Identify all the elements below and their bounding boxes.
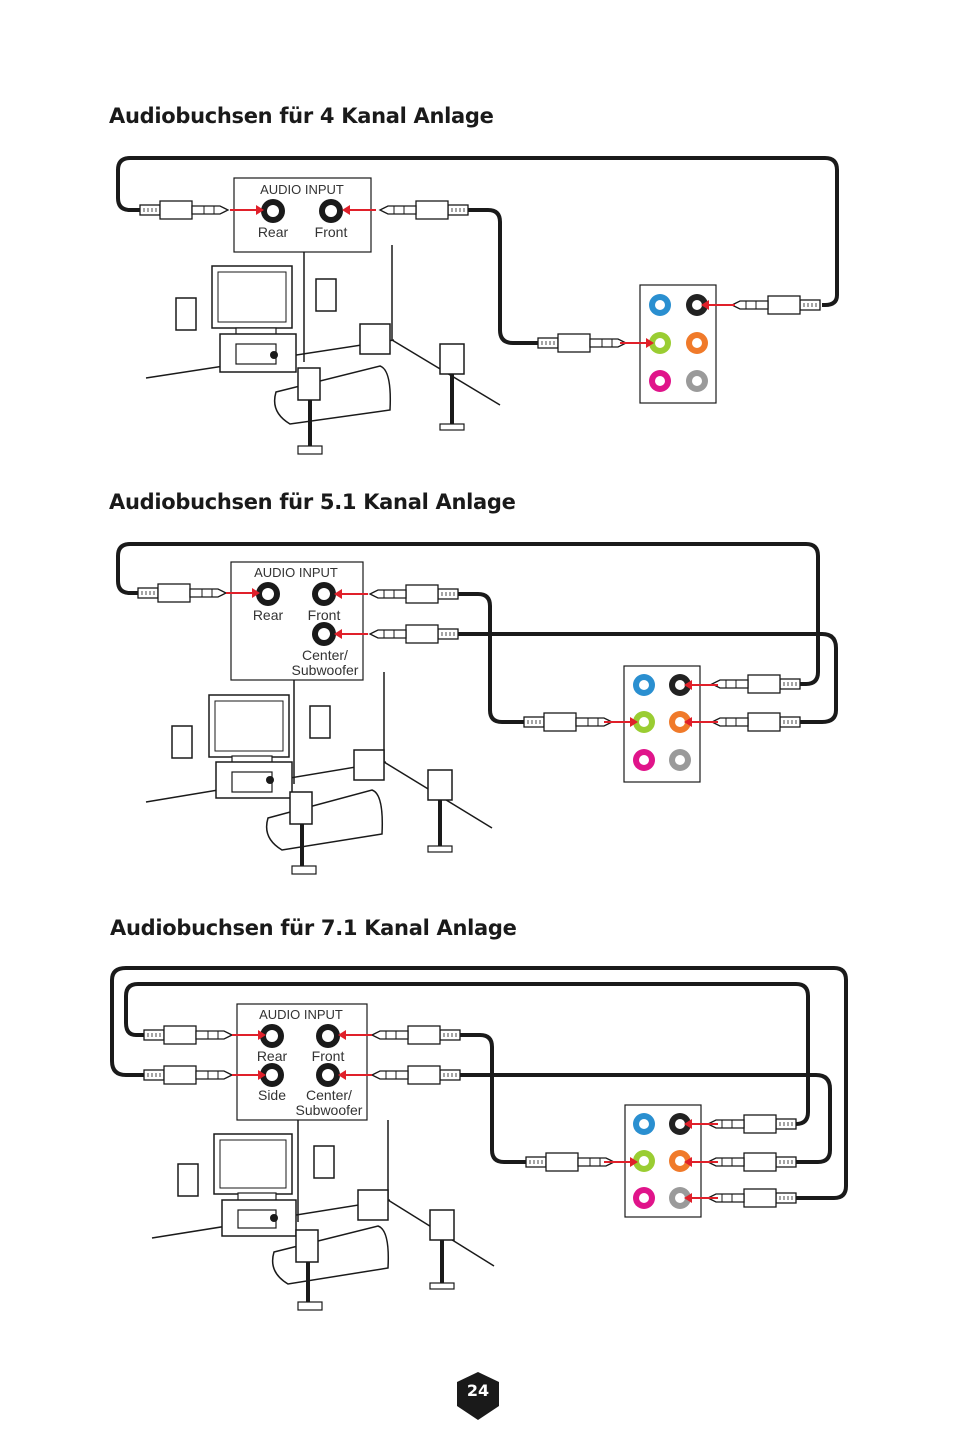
audio-input-box [230,561,364,681]
cable [110,966,848,1200]
audio-plug-icon [525,1152,615,1172]
audio-plug-icon [143,1025,233,1045]
speaker-icon [357,1189,389,1221]
audio-jack-icon [312,582,336,606]
cable [460,1073,832,1164]
audio-plug-icon [537,333,627,353]
speaker-icon [315,278,337,312]
speaker-icon [309,705,331,739]
page-badge-icon [457,1372,499,1420]
audio-plug-icon [712,675,800,693]
audio-plug-icon [139,200,229,220]
cable [458,632,838,724]
speaker-icon [439,343,465,375]
audio-jack-icon [312,622,336,646]
speaker-icon [353,749,385,781]
speaker-icon [313,1145,335,1179]
audio-plug-icon [143,1065,233,1085]
speaker-icon [427,769,453,801]
audio-input-label: AUDIO INPUT [260,182,344,197]
rear-label: Rear [258,224,289,240]
audio-jack-icon [316,1024,340,1048]
speaker-icon [297,367,321,401]
audio-jack-icon [319,199,343,223]
receiver-icon [231,771,273,793]
speaker-icon [175,297,197,331]
audio-plug-icon [370,585,458,603]
audio-plug-icon [708,1115,796,1133]
cable [458,592,524,724]
cable [468,208,538,345]
receiver-icon [235,343,277,365]
cable [116,542,820,686]
cable [116,156,839,307]
rear-label: Rear [257,1048,288,1064]
audio-plug-icon [370,625,458,643]
center-label: Center/ [306,1087,352,1103]
sofa-icon [271,1225,390,1285]
side-label: Side [258,1087,286,1103]
section-title-7-1-channel: Audiobuchsen für 7.1 Kanal Anlage [110,916,517,940]
sofa-icon [265,789,384,851]
speaker-icon [289,791,313,825]
page-number: 24 [466,1381,490,1400]
audio-plug-icon [137,583,227,603]
rear-label: Rear [253,607,284,623]
sofa-icon [273,365,392,425]
audio-input-box [233,177,372,253]
audio-input-label: AUDIO INPUT [259,1007,343,1022]
center-label: Center/ [302,647,348,663]
diagram-7-1-channel: AUDIO INPUT Rear Front Side Center/ Subw… [110,966,848,1311]
audio-plug-icon [372,1066,460,1084]
audio-plug-icon [523,712,613,732]
speaker-icon [359,323,391,355]
audio-plug-icon [708,1189,796,1207]
section-title-4-channel: Audiobuchsen für 4 Kanal Anlage [109,104,494,128]
subwoofer-label: Subwoofer [292,662,359,678]
diagram-4-channel: AUDIO INPUT Rear Front [116,156,839,455]
audio-input-box [236,1003,368,1121]
section-title-5-1-channel: Audiobuchsen für 5.1 Kanal Anlage [109,490,516,514]
audio-plug-icon [372,1026,460,1044]
audio-plug-icon [732,296,820,314]
front-label: Front [315,224,348,240]
diagram-5-1-channel: AUDIO INPUT Rear Front Center/ Subwoofer [116,542,838,875]
subwoofer-label: Subwoofer [296,1102,363,1118]
speaker-icon [295,1229,319,1263]
speaker-icon [171,725,193,759]
audio-plug-icon [708,1153,796,1171]
cable [460,1033,526,1164]
audio-jack-icon [256,582,280,606]
audio-jack-icon [261,199,285,223]
front-label: Front [312,1048,345,1064]
audio-plug-icon [380,201,468,219]
audio-jack-icon [316,1063,340,1087]
speaker-icon [177,1163,199,1197]
audio-plug-icon [712,713,800,731]
speaker-icon [429,1209,455,1241]
front-label: Front [308,607,341,623]
audio-input-label: AUDIO INPUT [254,565,338,580]
cable [124,982,810,1126]
